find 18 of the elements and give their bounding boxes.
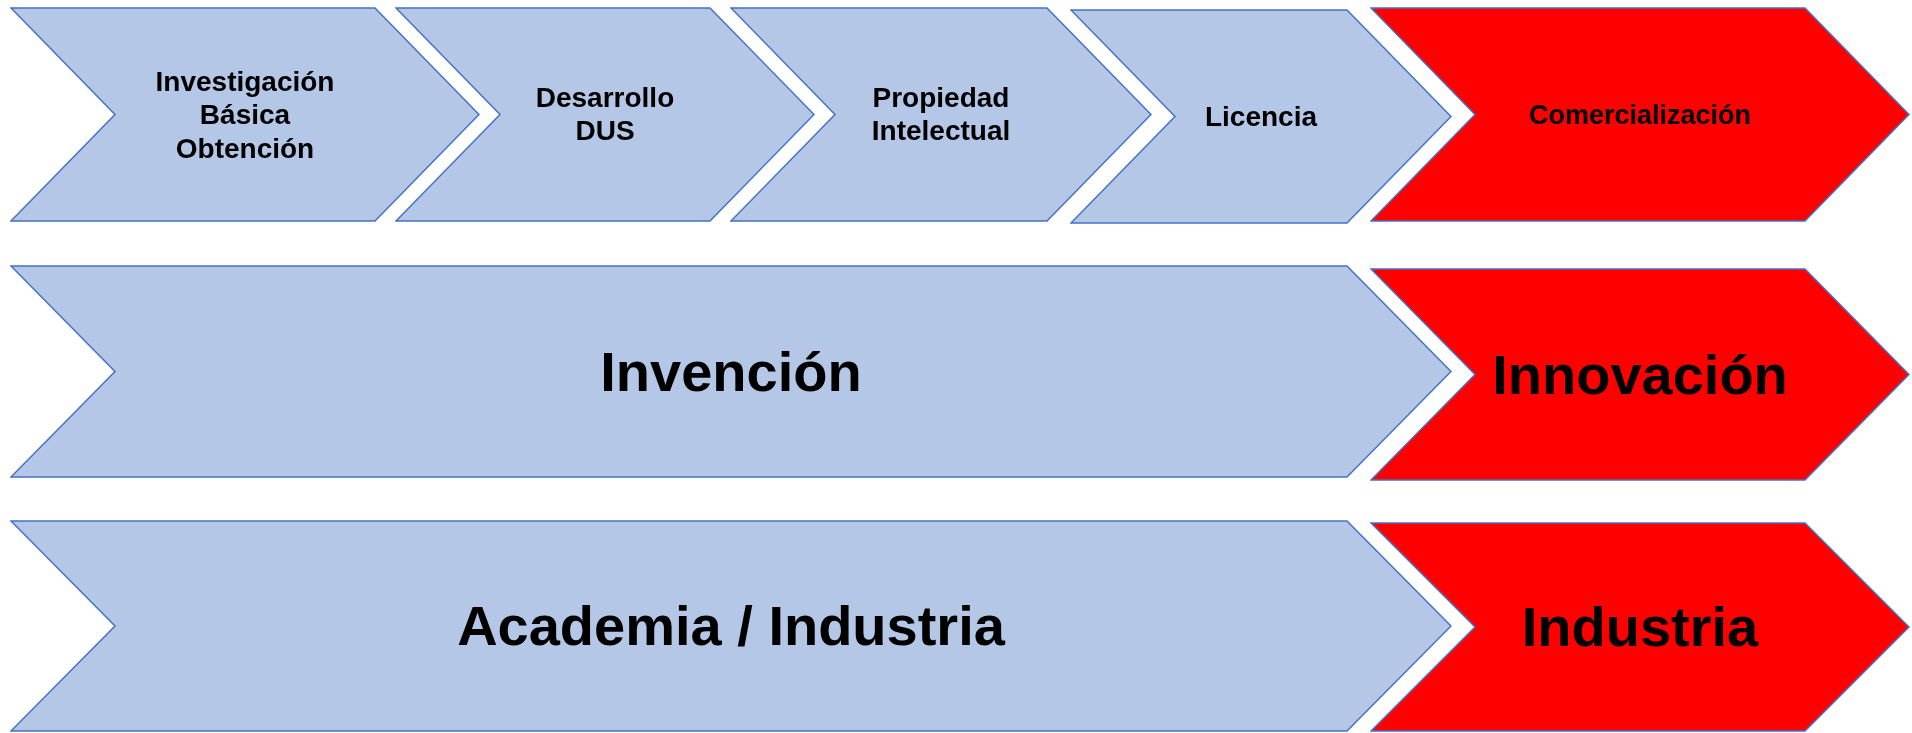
chevron-step bbox=[1370, 268, 1910, 481]
chevron-step bbox=[10, 7, 480, 222]
chevron-step bbox=[1370, 7, 1910, 222]
chevron-step bbox=[1070, 9, 1452, 224]
step-label: Desarrollo DUS bbox=[534, 80, 676, 149]
chevron-step bbox=[10, 265, 1452, 478]
step-label: Investigación Básica Obtención bbox=[154, 64, 336, 165]
chevron-step bbox=[10, 520, 1452, 732]
chevron-step bbox=[730, 7, 1152, 222]
step-label: Invención bbox=[599, 338, 863, 405]
step-label: Propiedad Intelectual bbox=[870, 80, 1012, 149]
step-label: Licencia bbox=[1203, 99, 1319, 134]
step-label: Industria bbox=[1520, 594, 1760, 661]
chevron-step bbox=[1370, 522, 1910, 732]
chevron-step bbox=[395, 7, 815, 222]
step-label: Comercialización bbox=[1527, 98, 1753, 131]
step-label: Academia / Industria bbox=[456, 593, 1007, 660]
step-label: Innovación bbox=[1491, 341, 1789, 408]
